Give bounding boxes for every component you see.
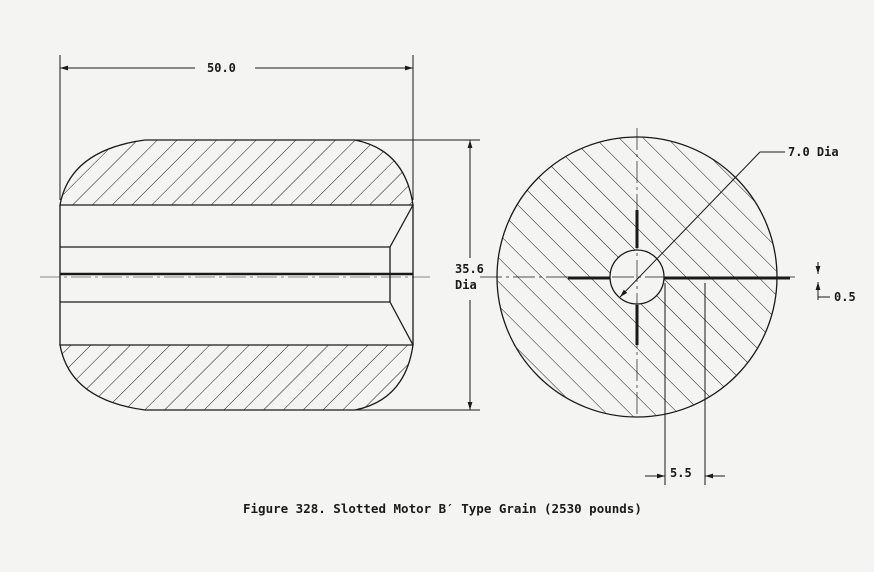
- side-lower-wall: [59, 344, 414, 411]
- outer-diameter-unit: Dia: [455, 278, 477, 292]
- end-view: [480, 128, 830, 485]
- length-label: 50.0: [207, 61, 236, 75]
- slots: [568, 210, 790, 345]
- slot-offset-label: 5.5: [670, 466, 692, 480]
- side-view: [40, 55, 480, 411]
- side-upper-wall: [59, 139, 414, 206]
- outer-diameter-value: 35.6: [455, 262, 484, 276]
- slot-width-label: 0.5: [834, 290, 856, 304]
- bore-diameter-label: 7.0 Dia: [788, 145, 839, 159]
- figure-caption: Figure 328. Slotted Motor B′ Type Grain …: [243, 501, 642, 516]
